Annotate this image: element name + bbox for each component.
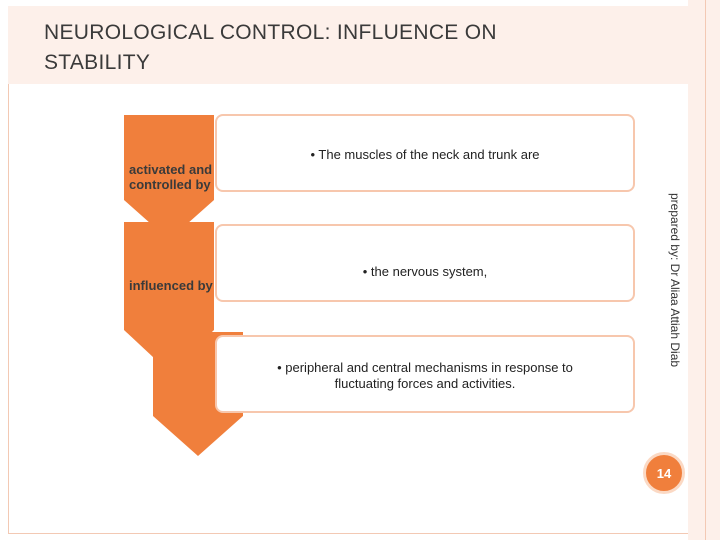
chevron-1 (124, 115, 214, 240)
page-number-badge: 14 (643, 452, 685, 494)
step-text-1: • The muscles of the neck and trunk are (310, 147, 540, 162)
right-decor-line (705, 0, 706, 540)
step-box-3 (215, 335, 635, 413)
chevron-label-1: activated and controlled by (129, 162, 213, 192)
step-box-2 (215, 224, 635, 302)
chevron-label-2: influenced by (129, 278, 213, 293)
step-box-1 (215, 114, 635, 192)
author-credit: prepared by: Dr Aliaa Attiah Diab (668, 192, 682, 368)
right-decor-strip (688, 0, 720, 540)
title-bar (8, 6, 688, 84)
step-text-3: • peripheral and central mechanisms in r… (277, 360, 573, 391)
step-text-2: • the nervous system, (362, 264, 488, 279)
slide-title: NEUROLOGICAL CONTROL: INFLUENCE ON STABI… (44, 21, 497, 74)
